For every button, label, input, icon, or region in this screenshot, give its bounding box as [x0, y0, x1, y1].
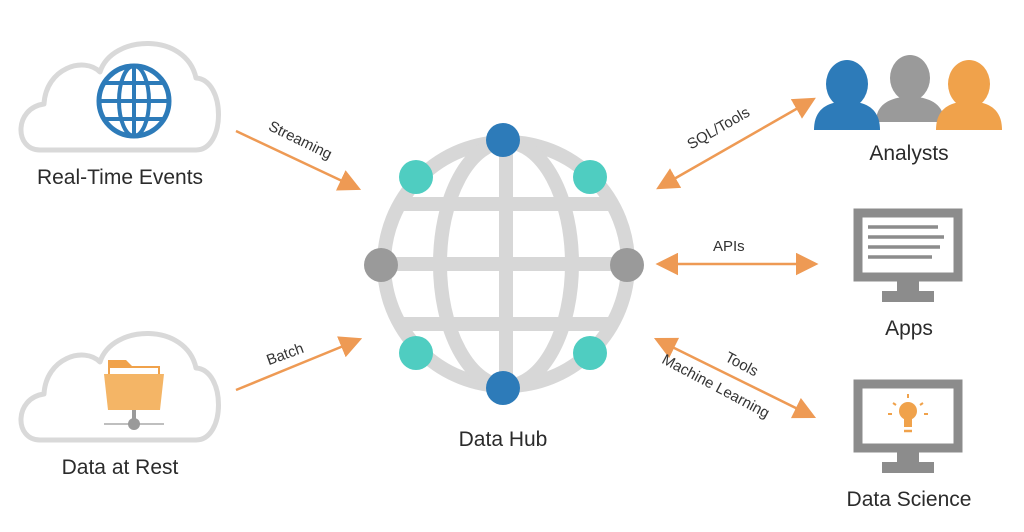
monitor-text-icon: [853, 208, 963, 302]
arrow-streaming: [235, 129, 362, 191]
monitor-lightbulb-icon: [853, 379, 963, 473]
analysts-label: Analysts: [869, 142, 949, 165]
data-at-rest-label: Data at Rest: [61, 456, 179, 479]
real-time-events-label: Real-Time Events: [36, 166, 204, 189]
user-icon-blue: [814, 60, 880, 130]
hub-node-bottom-right: [573, 336, 607, 370]
arrow-tools-ml: [653, 337, 817, 419]
data-hub-label: Data Hub: [458, 428, 548, 451]
hub-node-top-right: [573, 160, 607, 194]
arrow-batch: [235, 336, 363, 392]
data-science-label: Data Science: [846, 488, 972, 511]
hub-node-top-left: [399, 160, 433, 194]
user-icon-gray: [876, 55, 944, 122]
users-icon: [814, 55, 1002, 130]
user-icon-orange: [936, 60, 1002, 130]
hub-node-left: [364, 248, 398, 282]
hub-node-top: [486, 123, 520, 157]
globe-icon: [96, 63, 172, 139]
folder-icon: [104, 360, 164, 430]
hub-node-bottom-left: [399, 336, 433, 370]
globe-network-icon: [364, 123, 644, 405]
apis-label: APIs: [713, 238, 745, 255]
hub-node-right: [610, 248, 644, 282]
arrow-sql-tools: [656, 97, 816, 190]
apps-label: Apps: [885, 317, 933, 340]
hub-node-bottom: [486, 371, 520, 405]
